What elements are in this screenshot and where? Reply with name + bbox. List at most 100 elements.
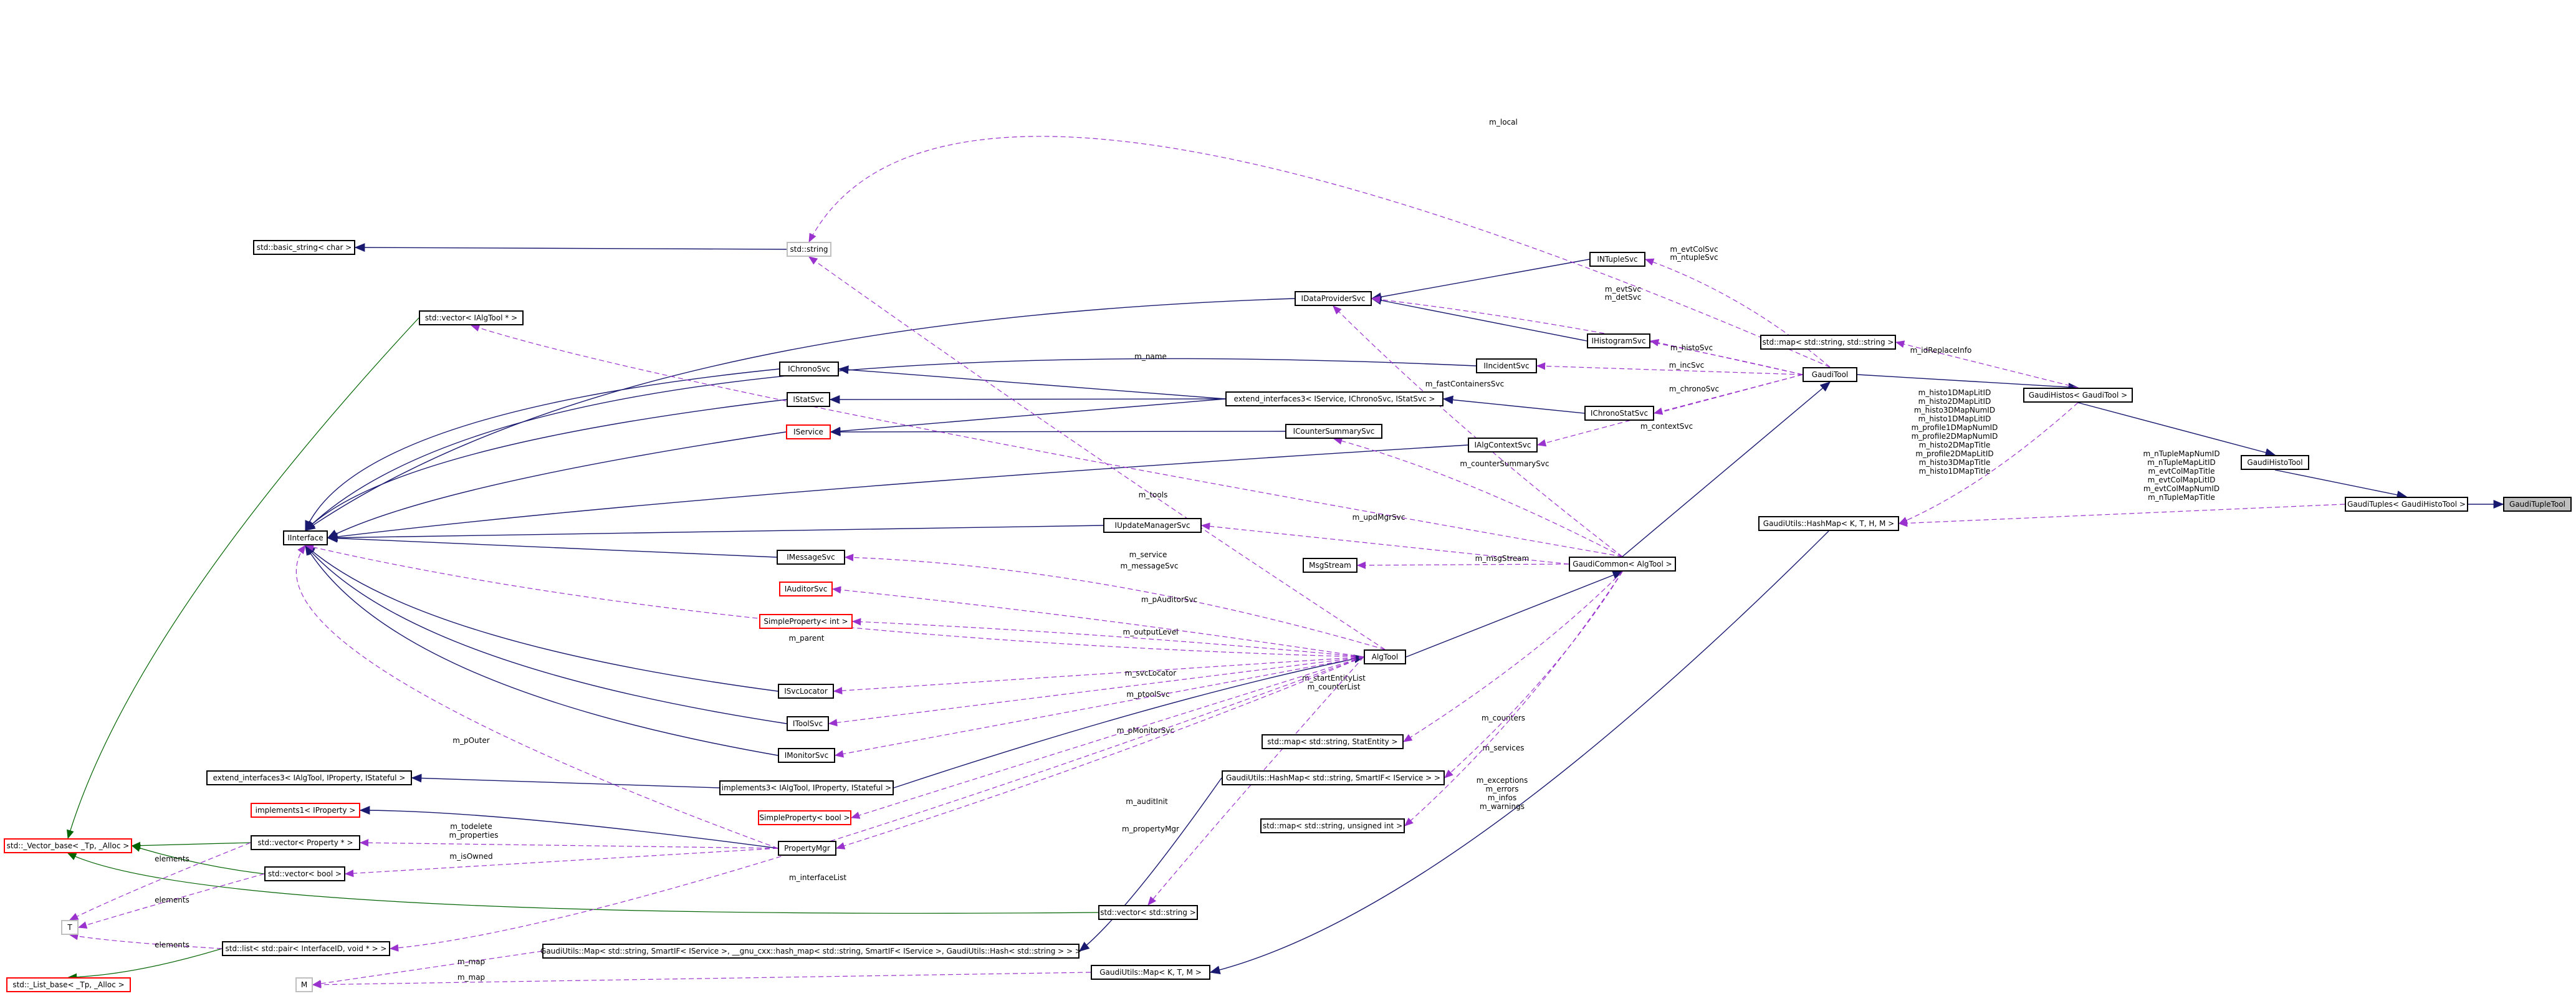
node-simpleprop-bool[interactable]: SimpleProperty< bool > — [758, 810, 851, 825]
usage-edge — [69, 932, 223, 949]
edge-label: m_local — [1489, 118, 1518, 127]
usage-edge — [1333, 305, 1623, 557]
node-basic-string[interactable]: std::basic_string< char > — [253, 240, 355, 255]
node-vector-property[interactable]: std::vector< Property * > — [251, 835, 360, 850]
node-vector-bool[interactable]: std::vector< bool > — [264, 866, 345, 881]
node-gaudi-common[interactable]: GaudiCommon< AlgTool > — [1569, 557, 1676, 572]
node-gaudiutils-map-long[interactable]: GaudiUtils::Map< std::string, SmartIF< I… — [540, 944, 1081, 959]
edge-label: m_propertyMgr — [1122, 825, 1179, 833]
usage-edge — [835, 656, 1364, 850]
usage-edge — [312, 951, 543, 988]
node-icountersummary[interactable]: ICounterSummarySvc — [1285, 424, 1382, 439]
template-edge — [131, 841, 251, 850]
node-imessage[interactable]: IMessageSvc — [777, 550, 845, 565]
node-hashmap-string-smartif[interactable]: GaudiUtils::HashMap< std::string, SmartI… — [1222, 770, 1445, 785]
node-extend-interfaces3-alg[interactable]: extend_interfaces3< IAlgTool, IProperty,… — [206, 770, 412, 785]
node-propertymgr[interactable]: PropertyMgr — [778, 841, 836, 856]
edge-label: m_pOuter — [452, 736, 489, 745]
inheritance-edge — [359, 806, 778, 849]
edge-label: elements — [155, 855, 189, 863]
node-ichronostat[interactable]: IChronoStatSvc — [1584, 406, 1654, 421]
node-vector-string[interactable]: std::vector< std::string > — [1098, 905, 1198, 920]
node-iincident[interactable]: IIncidentSvc — [1476, 358, 1537, 373]
edge-label: m_pMonitorSvc — [1117, 726, 1174, 735]
usage-edge — [1333, 437, 1623, 557]
edge-label: m_map — [457, 957, 485, 966]
node-implements3[interactable]: implements3< IAlgTool, IProperty, IState… — [719, 780, 894, 795]
edge-label: m_isOwned — [449, 852, 492, 861]
node-gaudi-histos[interactable]: GaudiHistos< GaudiTool > — [2023, 388, 2133, 403]
node-hashmap-ktm[interactable]: GaudiUtils::HashMap< K, T, H, M > — [1758, 516, 1899, 531]
edge-label: m_counterSummarySvc — [1460, 459, 1549, 468]
edge-label: m_incSvc — [1669, 361, 1705, 370]
inheritance-edge — [1371, 259, 1590, 302]
node-ihistogram[interactable]: IHistogramSvc — [1587, 333, 1650, 348]
node-gaudi-tuples[interactable]: GaudiTuples< GaudiHistoTool > — [2345, 497, 2468, 512]
inheritance-edge — [304, 298, 1295, 531]
node-itoolsvc[interactable]: IToolSvc — [787, 716, 829, 731]
node-iservice[interactable]: IService — [786, 424, 831, 439]
node-list-pair[interactable]: std::list< std::pair< InterfaceID, void … — [222, 941, 390, 956]
usage-edge — [808, 136, 1831, 368]
edge-label: m_interfaceList — [789, 873, 846, 882]
node-map-ktm[interactable]: GaudiUtils::Map< K, T, M > — [1091, 965, 1210, 980]
edge-label: m_auditInit — [1126, 797, 1168, 806]
inheritance-edge — [1078, 777, 1222, 952]
edge-label: m_messageSvc — [1121, 562, 1179, 570]
usage-edge — [1649, 338, 1803, 375]
inheritance-edge — [830, 398, 1226, 436]
node-map-string-stat[interactable]: std::map< std::string, StatEntity > — [1262, 734, 1404, 749]
usage-edge — [1402, 571, 1623, 742]
node-simpleprop-int[interactable]: SimpleProperty< int > — [759, 614, 853, 629]
node-std-string[interactable]: std::string — [787, 242, 831, 257]
template-edge — [67, 853, 1099, 914]
node-map-string-string[interactable]: std::map< std::string, std::string > — [1760, 335, 1896, 350]
node-gaudi-tuple-tool[interactable]: GaudiTupleTool — [2503, 497, 2572, 512]
node-msgstream[interactable]: MsgStream — [1303, 558, 1357, 573]
node-alg-tool[interactable]: AlgTool — [1364, 649, 1406, 664]
node-m[interactable]: M — [295, 977, 313, 992]
node-list-base[interactable]: std::_List_base< _Tp, _Alloc > — [6, 977, 131, 992]
edge-label: m_histoSvc — [1670, 343, 1713, 352]
usage-edge — [77, 873, 265, 929]
node-imonitor[interactable]: IMonitorSvc — [778, 748, 835, 763]
edge-label: m_evtColSvc — [1670, 245, 1718, 254]
template-edge — [67, 948, 223, 981]
node-istat[interactable]: IStatSvc — [787, 392, 830, 407]
inheritance-edge — [1209, 530, 1829, 975]
node-vector-base[interactable]: std::_Vector_base< _Tp, _Alloc > — [4, 838, 132, 853]
node-t[interactable]: T — [61, 920, 79, 935]
inheritance-edge — [1857, 374, 2079, 392]
edge-label: m_chronoSvc — [1669, 385, 1719, 393]
edge-label: m_services — [1483, 744, 1525, 752]
template-edge — [67, 317, 419, 840]
usage-edge — [312, 972, 1091, 989]
node-gaudi-tool[interactable]: GaudiTool — [1803, 367, 1857, 382]
node-idataprovider[interactable]: IDataProviderSvc — [1295, 291, 1372, 306]
usage-edge — [828, 656, 1364, 727]
node-iupdatemanager[interactable]: IUpdateManagerSvc — [1103, 518, 1202, 533]
inheritance-edge — [327, 444, 1468, 542]
node-implements1[interactable]: implements1< IProperty > — [251, 803, 360, 818]
usage-edge — [1404, 571, 1623, 826]
node-gaudi-histo-tool[interactable]: GaudiHistoTool — [2241, 455, 2309, 470]
node-iauditor[interactable]: IAuditorSvc — [779, 582, 833, 596]
template-edge — [131, 845, 265, 874]
edge-label: m_histo2DMapTitle — [1919, 441, 1991, 449]
usage-edge — [1147, 656, 1364, 906]
edge-label: elements — [155, 896, 189, 904]
usage-edge — [1200, 522, 1569, 565]
node-iinterface[interactable]: IInterface — [283, 530, 328, 545]
node-isvclocator[interactable]: ISvcLocator — [778, 684, 834, 699]
node-ialgcontext[interactable]: IAlgContextSvc — [1468, 438, 1538, 453]
node-ichrono[interactable]: IChronoSvc — [779, 362, 839, 376]
node-map-string-uint[interactable]: std::map< std::string, unsigned int > — [1260, 818, 1405, 833]
inheritance-edge — [327, 525, 1104, 542]
node-intuple[interactable]: INTupleSvc — [1589, 252, 1645, 267]
usage-edge — [1895, 340, 2079, 388]
node-extend-interfaces3[interactable]: extend_interfaces3< IService, IChronoSvc… — [1225, 391, 1444, 406]
usage-edge — [1444, 571, 1623, 778]
inheritance-edge — [305, 544, 787, 724]
node-vector-ialgtool[interactable]: std::vector< IAlgTool * > — [419, 310, 524, 325]
